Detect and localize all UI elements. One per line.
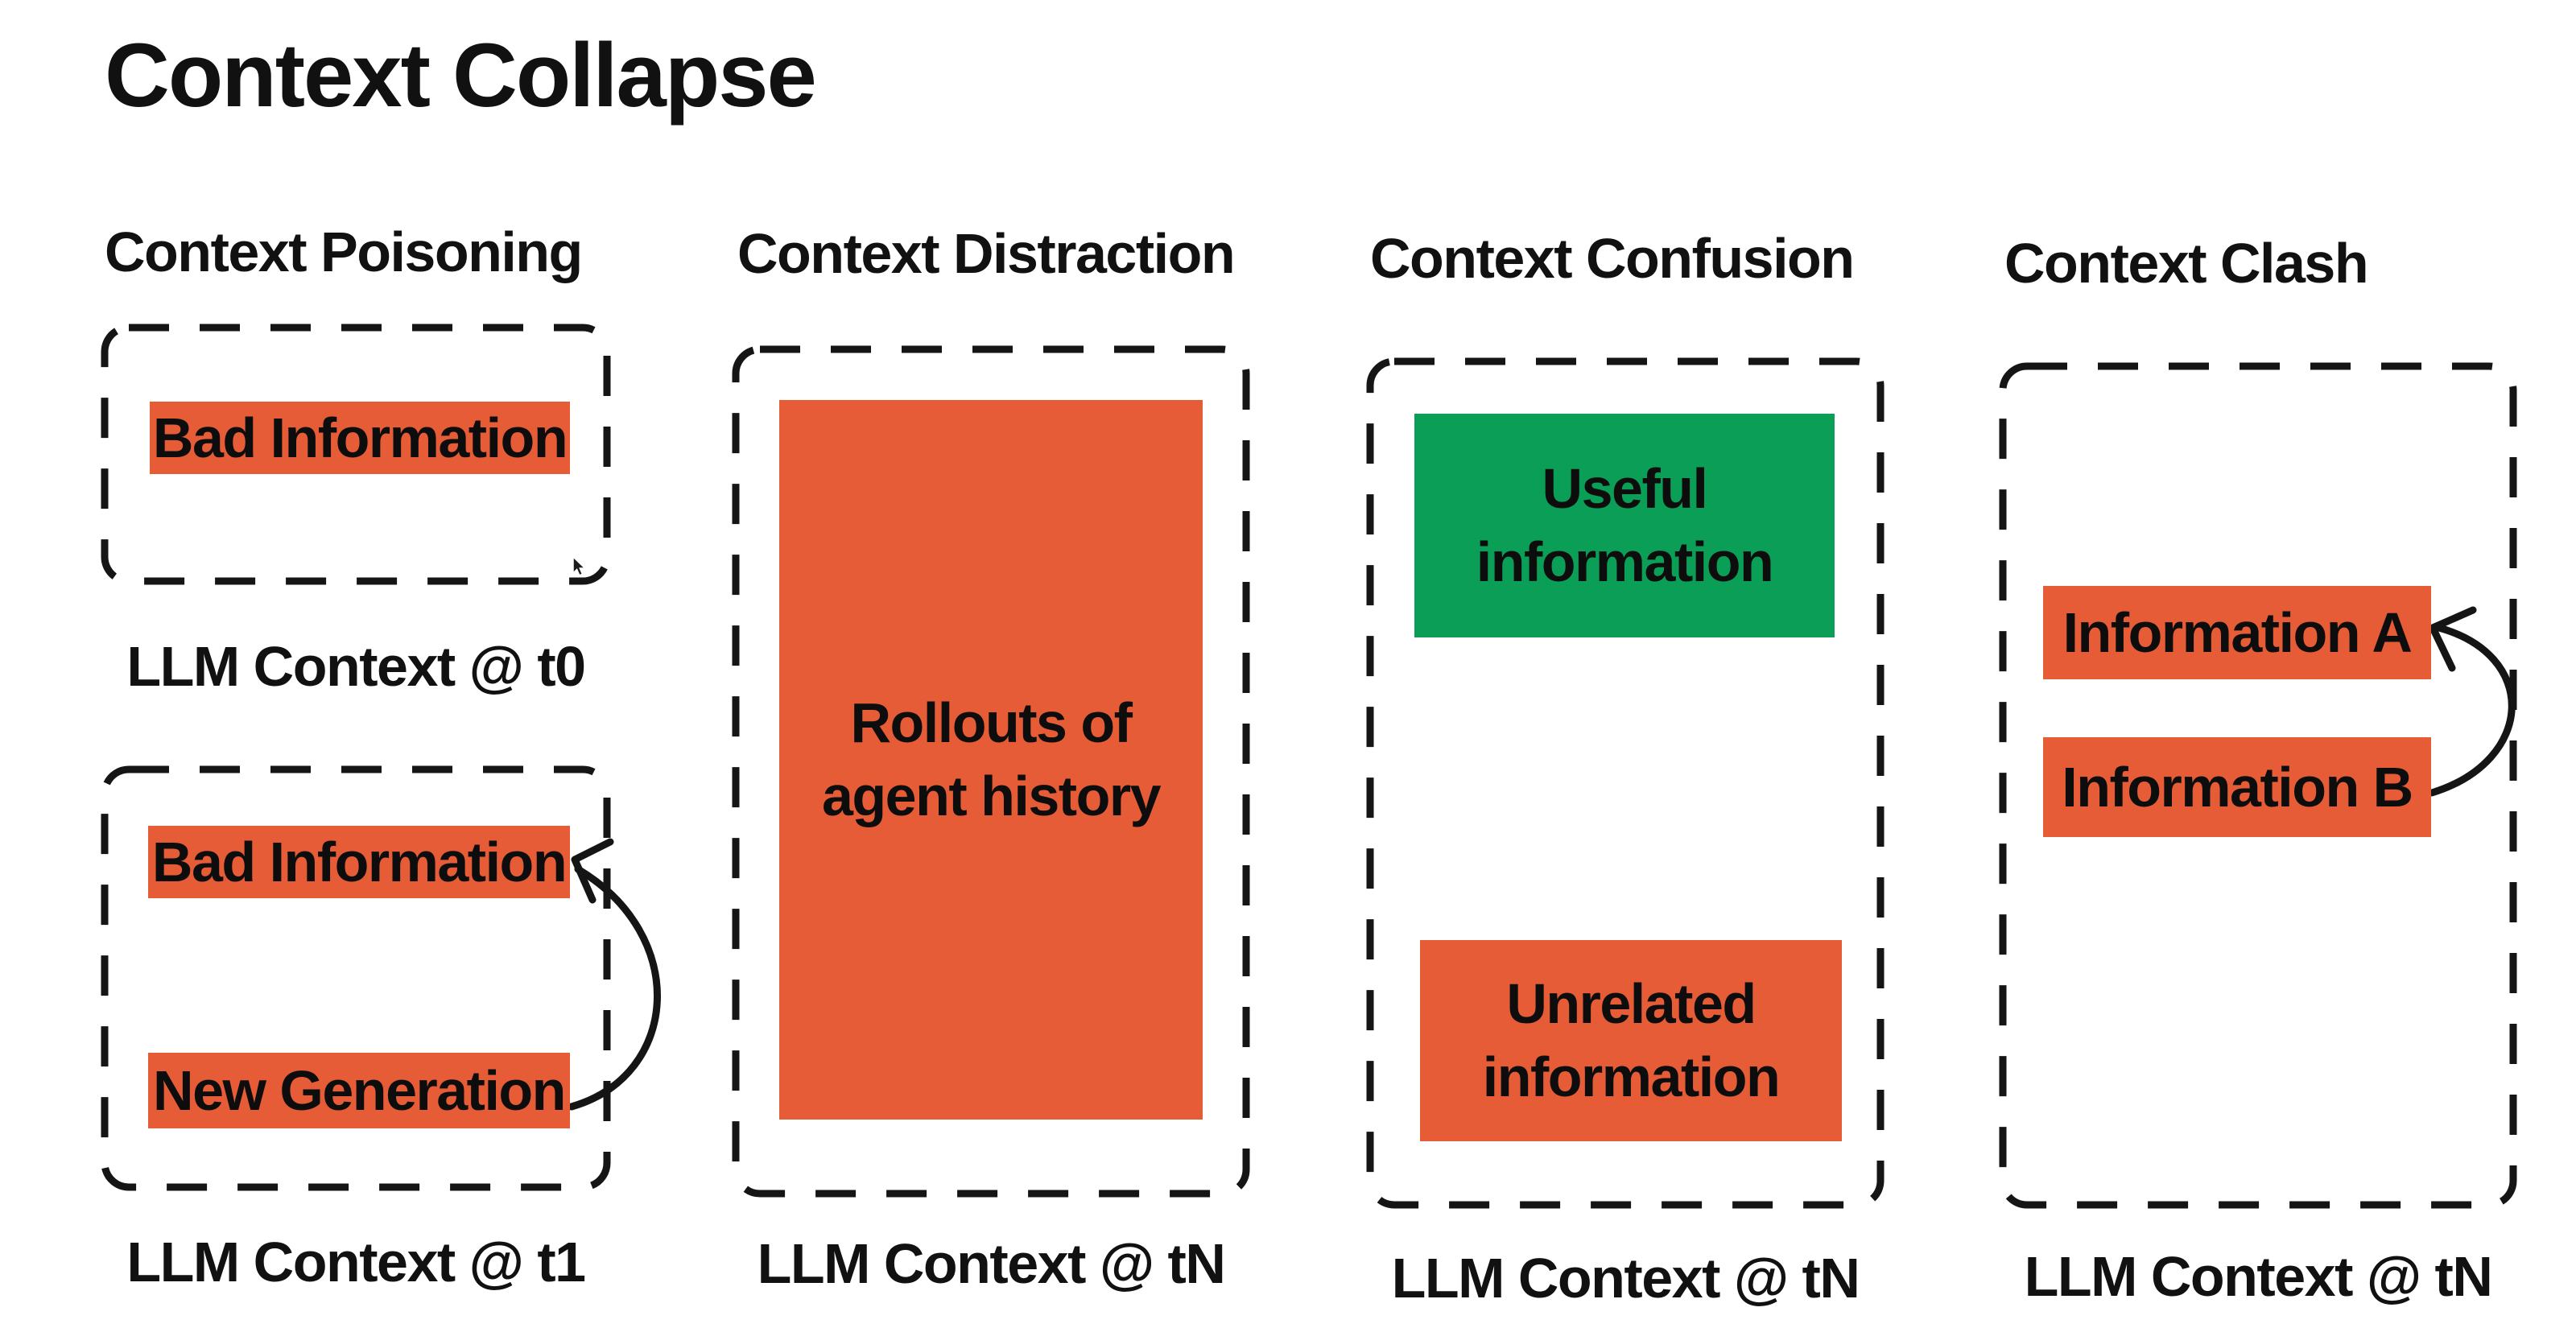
caption-llm-context-tn-clash: LLM Context @ tN <box>2024 1245 2493 1308</box>
box-bad-information-t0: Bad Information <box>150 402 570 474</box>
caption-llm-context-t0: LLM Context @ t0 <box>126 635 586 698</box>
box-information-a: Information A <box>2043 586 2431 679</box>
caption-llm-context-tn-distraction: LLM Context @ tN <box>757 1232 1226 1295</box>
clash-arrow-head <box>2429 606 2477 672</box>
box-information-a-label: Information A <box>2062 600 2413 664</box>
feedback-arrow-poisoning-head <box>571 838 614 904</box>
box-useful-information: Useful information <box>1414 414 1835 637</box>
box-new-generation: New Generation <box>148 1053 570 1128</box>
box-rollouts-agent-history: Rollouts of agent history <box>779 400 1203 1120</box>
box-bad-information-t1-label: Bad Information <box>151 830 568 893</box>
heading-context-clash: Context Clash <box>2004 232 2369 295</box>
clash-arrow <box>2428 606 2516 797</box>
box-bad-information-t1: Bad Information <box>148 826 570 898</box>
box-unrelated-information: Unrelated information <box>1420 940 1842 1141</box>
heading-context-distraction: Context Distraction <box>737 222 1236 285</box>
box-bad-information-t0-label: Bad Information <box>152 406 568 469</box>
page-title: Context Collapse <box>105 25 817 126</box>
box-useful-line2: information <box>1476 530 1774 593</box>
box-information-b-label: Information B <box>2062 755 2413 819</box>
box-useful-line1: Useful <box>1542 457 1708 520</box>
box-rollouts-line1: Rollouts of <box>850 691 1133 754</box>
mouse-cursor-icon <box>572 555 587 576</box>
box-unrelated-line2: information <box>1482 1045 1781 1108</box>
caption-llm-context-t1: LLM Context @ t1 <box>126 1231 586 1293</box>
box-information-b: Information B <box>2043 737 2431 837</box>
caption-llm-context-tn-confusion: LLM Context @ tN <box>1391 1247 1860 1309</box>
heading-context-poisoning: Context Poisoning <box>105 221 583 283</box>
box-rollouts-line2: agent history <box>821 765 1162 827</box>
box-new-generation-label: New Generation <box>153 1058 566 1122</box>
feedback-arrow-poisoning <box>568 838 661 1111</box>
box-unrelated-line1: Unrelated <box>1506 972 1757 1035</box>
clash-arrow-curve <box>2428 623 2516 797</box>
heading-context-confusion: Context Confusion <box>1370 227 1855 290</box>
feedback-arrow-poisoning-curve <box>568 865 661 1111</box>
